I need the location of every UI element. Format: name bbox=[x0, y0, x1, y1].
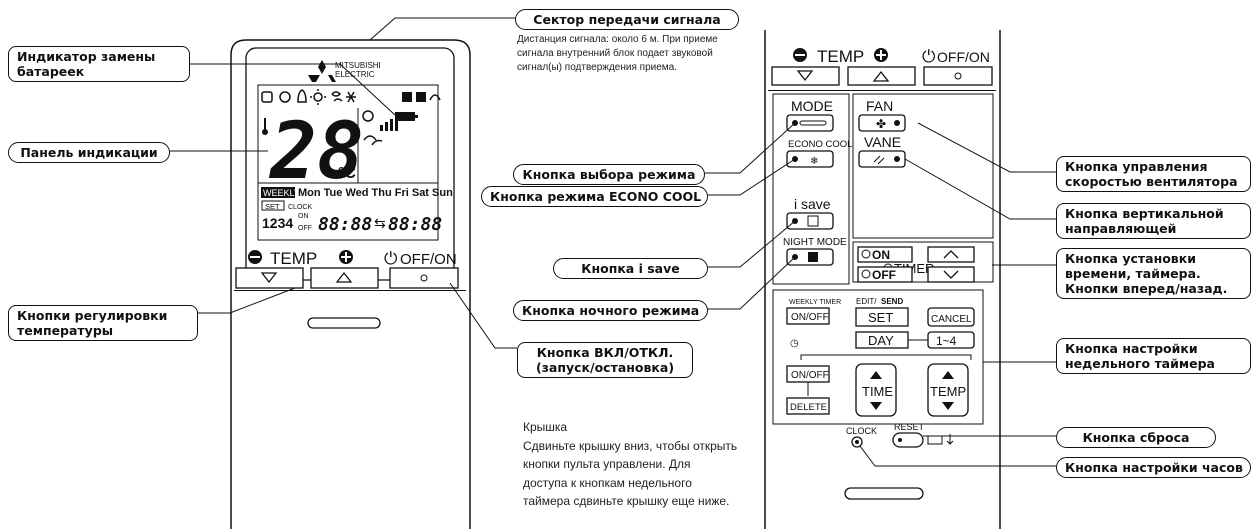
mode-button[interactable] bbox=[786, 114, 834, 132]
callout-fan-speed: Кнопка управления скоростью вентилятора bbox=[1056, 156, 1251, 192]
callout-mode-button: Кнопка выбора режима bbox=[513, 164, 705, 185]
edit-label: EDIT/ bbox=[856, 297, 877, 306]
on-off-button[interactable] bbox=[389, 267, 459, 289]
lcd-temp-unit: °C bbox=[338, 165, 356, 182]
night-label: NIGHT MODE bbox=[783, 237, 847, 248]
callout-timer: Кнопка установки времени, таймера. Кнопк… bbox=[1056, 248, 1251, 299]
lcd-weekly-tag: WEEKLY bbox=[263, 188, 300, 198]
temp-down-button-right[interactable] bbox=[771, 66, 840, 86]
svg-text:✤: ✤ bbox=[876, 117, 886, 131]
timer-on-label: ON bbox=[872, 248, 890, 262]
cancel-button[interactable] bbox=[927, 307, 975, 327]
lcd-on-label: ON bbox=[298, 213, 309, 220]
lcd-digits-1234: 1234 bbox=[262, 215, 293, 231]
temp-label: TEMP bbox=[270, 249, 317, 268]
clock-label: CLOCK bbox=[846, 426, 877, 436]
lcd-time-off: 88:88 bbox=[388, 214, 442, 235]
callout-weekly-timer: Кнопка настройки недельного таймера bbox=[1056, 338, 1251, 374]
isave-label: i save bbox=[794, 196, 831, 212]
delete-button[interactable] bbox=[786, 397, 830, 415]
timer-off-label: OFF bbox=[872, 268, 896, 282]
set-button[interactable] bbox=[855, 307, 909, 327]
timer-up-button[interactable] bbox=[927, 246, 975, 263]
lcd-temp-value: 28 bbox=[268, 107, 364, 197]
signal-note: Дистанция сигнала: около 6 м. При приеме… bbox=[517, 34, 718, 73]
callout-econo-cool-button: Кнопка режима ECONO COOL bbox=[481, 186, 708, 207]
reset-button[interactable] bbox=[892, 432, 924, 448]
time-label: TIME bbox=[862, 384, 893, 399]
timer-down-button[interactable] bbox=[927, 266, 975, 283]
callout-isave-button: Кнопка i save bbox=[553, 258, 708, 279]
set-label: SET bbox=[868, 310, 893, 325]
callout-battery-indicator: Индикатор замены батареек bbox=[8, 46, 190, 82]
isave-button[interactable] bbox=[786, 212, 834, 230]
range-button[interactable] bbox=[927, 331, 975, 349]
cover-note-title: Крышка bbox=[523, 420, 568, 434]
cancel-label: CANCEL bbox=[931, 314, 972, 325]
cover-slot bbox=[307, 317, 381, 329]
lcd-time-on: 88:88 bbox=[318, 214, 372, 235]
lcd-off-label: OFF bbox=[298, 225, 312, 232]
cover-slot-right bbox=[844, 487, 924, 500]
callout-vane: Кнопка вертикальной направляющей bbox=[1056, 203, 1251, 239]
brand-line-1: MITSUBISHI bbox=[335, 61, 381, 70]
lcd-set-tag: SET bbox=[265, 202, 280, 211]
econo-label: ECONO COOL bbox=[788, 139, 852, 150]
temp-weekly-button[interactable] bbox=[927, 363, 969, 417]
cover-note: Крышка Сдвиньте крышку вниз, чтобы откры… bbox=[523, 418, 738, 511]
vane-label: VANE bbox=[864, 134, 901, 150]
fan-speed-icons bbox=[362, 110, 398, 146]
brand-line-2: ELECTRIC bbox=[335, 70, 375, 79]
temp-label-right: TEMP bbox=[817, 47, 864, 66]
off-on-label-right: OFF/ON bbox=[937, 49, 990, 65]
range-label: 1~4 bbox=[936, 334, 957, 348]
day-label: DAY bbox=[868, 333, 894, 348]
timer-off-button[interactable] bbox=[857, 266, 913, 283]
callout-on-off-button: Кнопка ВКЛ/ОТКЛ. (запуск/остановка) bbox=[517, 342, 693, 378]
clock-icon: ◷ bbox=[790, 338, 799, 349]
econo-cool-button[interactable] bbox=[786, 150, 834, 168]
leader-lines-left bbox=[170, 17, 517, 349]
cover-note-text: Сдвиньте крышку вниз, чтобы открыть кноп… bbox=[523, 438, 738, 509]
timer-on-button[interactable] bbox=[857, 246, 913, 263]
callout-display-panel: Панель индикации bbox=[8, 142, 170, 163]
svg-text:❄: ❄ bbox=[810, 156, 818, 167]
weekly-on-off-label: ON/OFF bbox=[791, 312, 829, 323]
lcd-arrow: ⇆ bbox=[374, 215, 386, 231]
on-off-label-2: ON/OFF bbox=[791, 370, 829, 381]
mode-label: MODE bbox=[791, 98, 833, 114]
mode-icons bbox=[261, 89, 356, 105]
callout-temp-buttons: Кнопки регулировки температуры bbox=[8, 305, 198, 341]
time-button[interactable] bbox=[855, 363, 897, 417]
callout-signal-sector: Сектор передачи сигнала bbox=[515, 9, 739, 30]
lcd-weekdays: Mon Tue Wed Thu Fri Sat Sun bbox=[298, 187, 453, 199]
delete-label: DELETE bbox=[790, 402, 827, 413]
status-icons bbox=[402, 92, 441, 102]
temp-up-button[interactable] bbox=[310, 267, 379, 289]
left-remote: 28 °C WEEKLY Mon Tue Wed Thu Fri Sat Sun… bbox=[230, 39, 471, 529]
power-icon: ⏻ bbox=[384, 249, 398, 268]
right-remote: TEMP ⏻ OFF/ON MODE ECONO COOL ❄ i save N… bbox=[764, 30, 1001, 529]
power-icon-right: ⏻ bbox=[922, 47, 936, 66]
weekly-on-off-button[interactable] bbox=[786, 307, 830, 325]
off-on-label: OFF/ON bbox=[400, 251, 457, 268]
on-off-button-right[interactable] bbox=[923, 66, 993, 86]
fan-button[interactable] bbox=[858, 114, 906, 132]
battery-icon bbox=[927, 435, 943, 445]
callout-reset: Кнопка сброса bbox=[1056, 427, 1216, 448]
temp-weekly-label: TEMP bbox=[930, 384, 966, 399]
lcd-clock-label: CLOCK bbox=[288, 204, 312, 211]
fan-label: FAN bbox=[866, 98, 893, 114]
callout-clock: Кнопка настройки часов bbox=[1056, 457, 1251, 478]
leader-lines-right bbox=[705, 122, 1056, 467]
battery-indicator-icon bbox=[395, 112, 415, 121]
brand-name: MITSUBISHI ELECTRIC bbox=[335, 61, 381, 79]
send-label: SEND bbox=[881, 297, 903, 306]
callout-night-mode-button: Кнопка ночного режима bbox=[513, 300, 708, 321]
temp-down-button[interactable] bbox=[235, 267, 304, 289]
reset-label: RESET bbox=[894, 422, 925, 432]
weekly-timer-label: WEEKLY TIMER bbox=[789, 299, 841, 306]
temp-up-button-right[interactable] bbox=[847, 66, 916, 86]
